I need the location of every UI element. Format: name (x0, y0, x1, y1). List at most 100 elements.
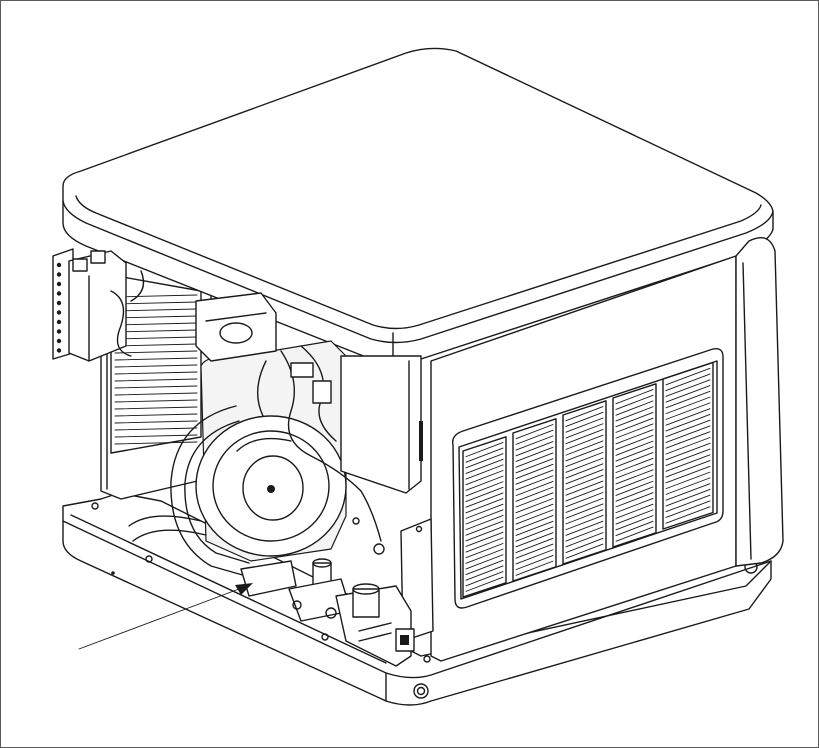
louver-slat (114, 441, 198, 445)
grille-slat (465, 537, 504, 553)
grille-slat (465, 526, 504, 542)
grille-slat (565, 417, 604, 433)
terminal-screw (56, 262, 62, 268)
terminal-screw (56, 329, 62, 334)
grille-slat (465, 509, 504, 525)
louver-slat (114, 322, 198, 326)
grille-slat (665, 506, 711, 524)
louver-slat (114, 420, 198, 424)
grille-slat (515, 469, 554, 485)
grille-slat (615, 509, 654, 525)
terminal-screw (56, 291, 62, 296)
grille-slat (465, 470, 504, 486)
louver-slat (114, 392, 198, 396)
louver-slat (114, 350, 198, 354)
grille-slat (515, 532, 554, 548)
grille-slat (465, 520, 504, 536)
grille-slat (465, 554, 504, 570)
louver-slat (114, 371, 198, 375)
engine-assembly (128, 292, 434, 642)
louver-slat (114, 399, 198, 403)
grille-slat (615, 515, 654, 531)
electrical-box (52, 248, 145, 362)
grille-slat (665, 419, 711, 438)
grille-slat (515, 509, 554, 525)
terminal-screw (56, 300, 62, 306)
grille-slat (615, 475, 654, 491)
grille-slat (615, 434, 654, 451)
grille-slat (615, 469, 654, 485)
louver-slat (114, 357, 198, 361)
grille-column (562, 400, 607, 565)
grille-slat (465, 543, 504, 559)
terminal-screw (56, 272, 62, 277)
grille-slat (665, 402, 711, 420)
grille-slat (465, 492, 504, 508)
terminal-screw (56, 281, 62, 287)
grille-slat (465, 548, 504, 564)
grille-column (512, 418, 557, 582)
louver-slat (114, 315, 198, 319)
grille-slat (665, 396, 711, 415)
grille-slat (465, 453, 504, 469)
grille-slat (515, 554, 554, 571)
grille-slat (615, 486, 654, 502)
grille-slat (565, 537, 604, 553)
grille-slat (615, 412, 654, 428)
grille-slat (515, 446, 554, 462)
grille-slat (515, 429, 554, 445)
grille-slat (615, 457, 654, 473)
grille-slat (665, 465, 711, 484)
grille-slat (615, 492, 654, 508)
grille-slat (665, 488, 711, 507)
grille-slat (465, 576, 504, 592)
grille-slat (565, 543, 604, 559)
grille-slat (515, 503, 554, 519)
grille-slat (465, 447, 504, 463)
grille-slat (665, 483, 711, 501)
grille-slat (515, 520, 554, 536)
grille-slat (565, 440, 604, 456)
grille-slat (465, 498, 504, 514)
grille-column (662, 361, 714, 530)
grille-slat (515, 492, 554, 508)
grille-slat (515, 463, 554, 479)
grille-slat (615, 423, 654, 439)
grille-slat (565, 429, 604, 445)
grille-slat (565, 411, 604, 427)
grille-slat (665, 373, 711, 391)
grille-slat (615, 452, 654, 468)
grille-slat (515, 486, 554, 502)
grille-slat (615, 389, 654, 405)
grille-slat (565, 497, 604, 513)
terminal-screw (56, 348, 62, 353)
grille-slat (665, 448, 711, 466)
grille-slat (565, 451, 604, 468)
louver-slat (114, 378, 198, 382)
grille-slat (615, 440, 654, 456)
grille-slat (465, 464, 504, 480)
grille-slat (565, 446, 604, 462)
louver-slat (114, 413, 198, 417)
grille-slat (565, 520, 604, 536)
grille-slat (465, 531, 504, 547)
grille-slat (515, 543, 554, 559)
louver-slat (114, 343, 198, 347)
grille-slat (665, 425, 711, 443)
grille-slat (665, 413, 711, 432)
louver-slat (114, 434, 198, 438)
grille-slat (565, 457, 604, 473)
grille-slat (665, 390, 711, 409)
grille-slat (665, 431, 711, 449)
grille-slat (615, 497, 654, 514)
grille-slat (565, 406, 604, 422)
grille-slat (565, 469, 604, 485)
terminal-screw (56, 310, 62, 315)
grille-slat (465, 481, 504, 497)
grille-slat (665, 367, 711, 386)
grille-slat (565, 532, 604, 548)
grille-slat (665, 471, 711, 490)
grille-slat (565, 492, 604, 508)
